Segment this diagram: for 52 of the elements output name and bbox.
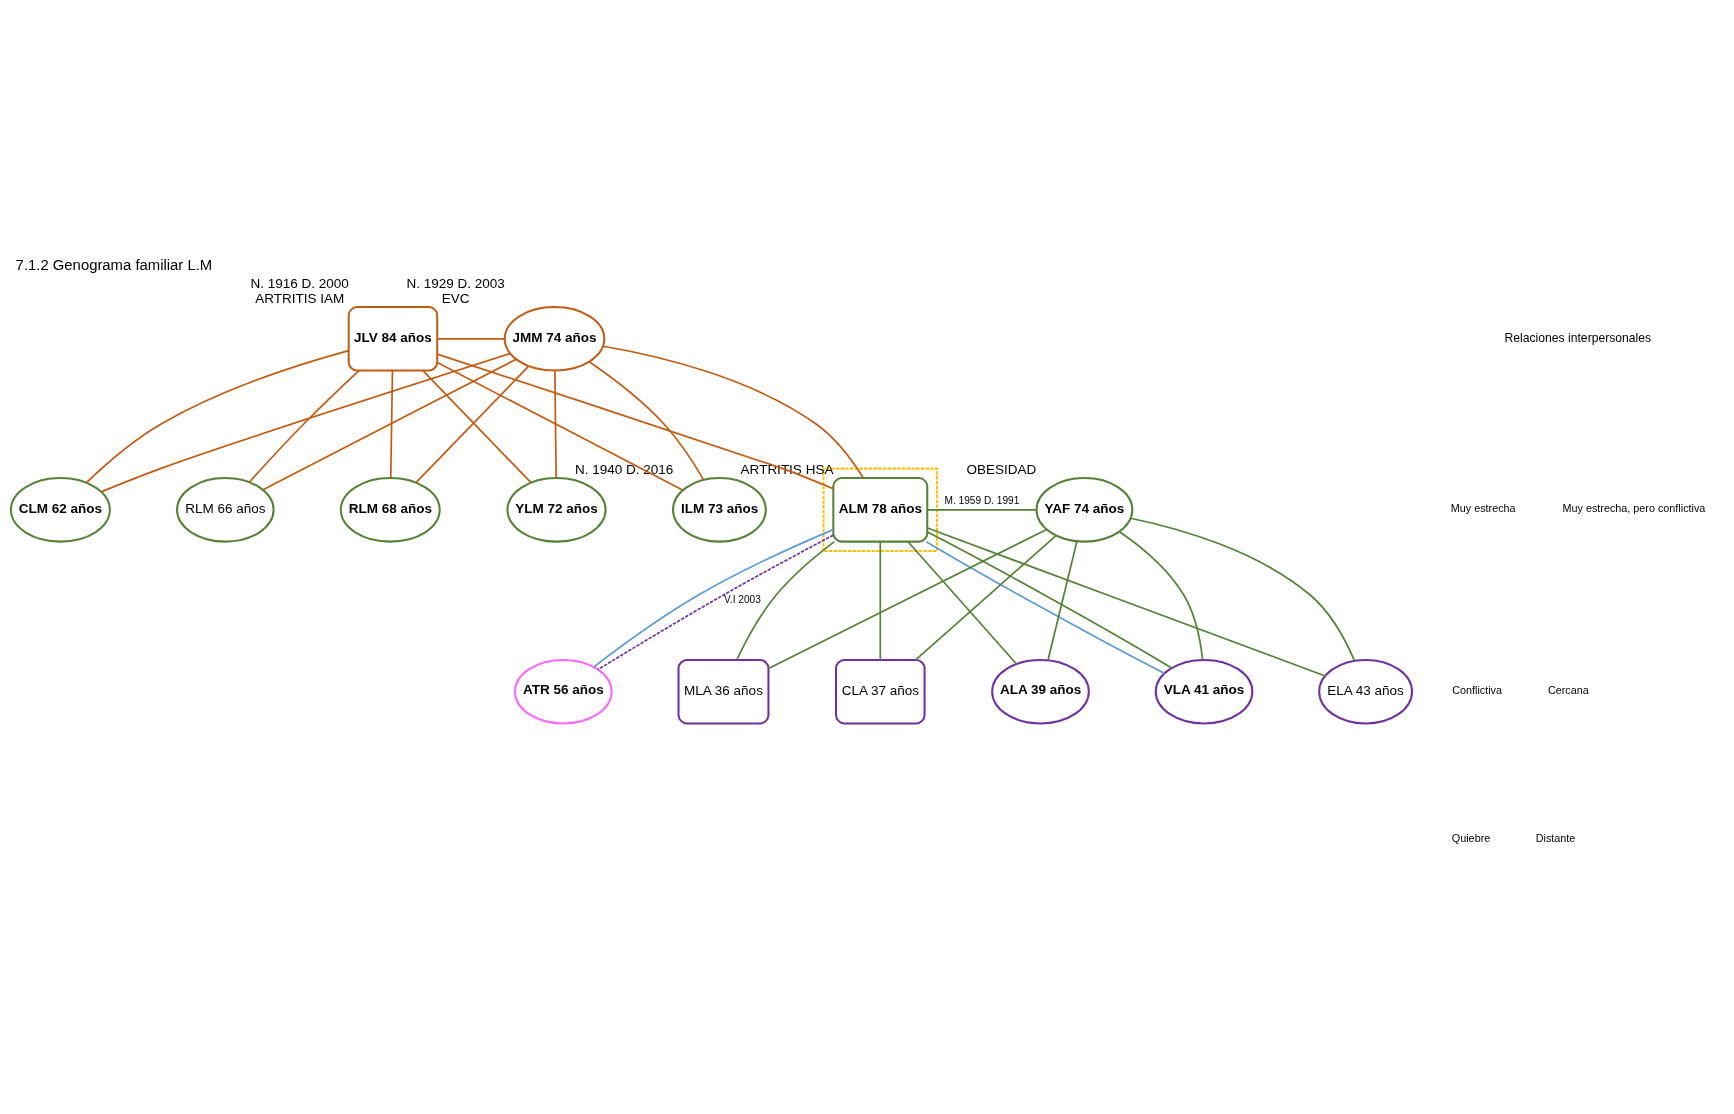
connector [554, 369, 557, 479]
edge-label: M. 1959 D. 1991 [944, 494, 1020, 506]
connector [879, 540, 882, 661]
legend-label: Muy estrecha [1450, 501, 1516, 514]
legend-label: Cercana [1547, 683, 1589, 696]
node-box: ALM 78 años [832, 476, 929, 543]
node-box: JLV 84 años [347, 305, 439, 372]
connector [588, 360, 705, 481]
node-ellipse: ELA 43 años [1318, 658, 1414, 724]
edge-label: V.I 2003 [724, 593, 761, 605]
legend-label: Quiebre [1451, 831, 1491, 844]
connector [736, 540, 836, 661]
connector [100, 352, 511, 493]
node-label: N. 1940 D. 2016 [574, 461, 674, 477]
node-ellipse: CLM 62 años [9, 476, 111, 543]
node-label: N. 1916 D. 2000 [250, 275, 349, 291]
node-label: ARTRITIS IAM [255, 290, 345, 306]
diagram-title: 7.1.2 Genograma familiar L.M [15, 256, 213, 273]
connector [248, 369, 360, 483]
node-box: CLA 37 años [835, 658, 926, 724]
node-ellipse: ALA 39 años [991, 658, 1090, 724]
node-label: EVC [441, 290, 470, 306]
legend-label: Muy estrecha, pero conflictiva [1562, 501, 1706, 514]
connector [914, 534, 1057, 661]
connector [1118, 530, 1204, 661]
connector [389, 369, 394, 479]
node-ellipse: JMM 74 años [503, 305, 606, 372]
connector [436, 361, 684, 491]
node-ellipse: YAF 74 años [1035, 476, 1134, 543]
node-ellipse: VLA 41 años [1154, 658, 1254, 724]
connector [85, 349, 350, 483]
legend-label: Conflictiva [1452, 683, 1503, 696]
connector [436, 352, 835, 490]
connector [602, 344, 865, 479]
connector [907, 540, 1018, 665]
connector [926, 526, 1327, 677]
connector [436, 337, 506, 340]
connector [926, 508, 1038, 511]
connector [1047, 540, 1078, 661]
node-ellipse: ATR 56 años [514, 658, 613, 724]
node-ellipse: RLM 66 años [176, 476, 275, 543]
node-box: MLA 36 años [677, 658, 770, 724]
node-label: N. 1929 D. 2003 [406, 275, 505, 291]
node-ellipse: YLM 72 años [506, 476, 607, 543]
connector [1129, 516, 1356, 662]
connector [767, 528, 1048, 669]
connector [262, 357, 517, 491]
legend-label: Distante [1535, 831, 1576, 844]
node-ellipse: RLM 68 años [339, 476, 441, 543]
node-ellipse: ILM 73 años [672, 476, 767, 543]
node-label: OBESIDAD [966, 461, 1037, 477]
label: Relaciones interpersonales [1504, 330, 1652, 345]
